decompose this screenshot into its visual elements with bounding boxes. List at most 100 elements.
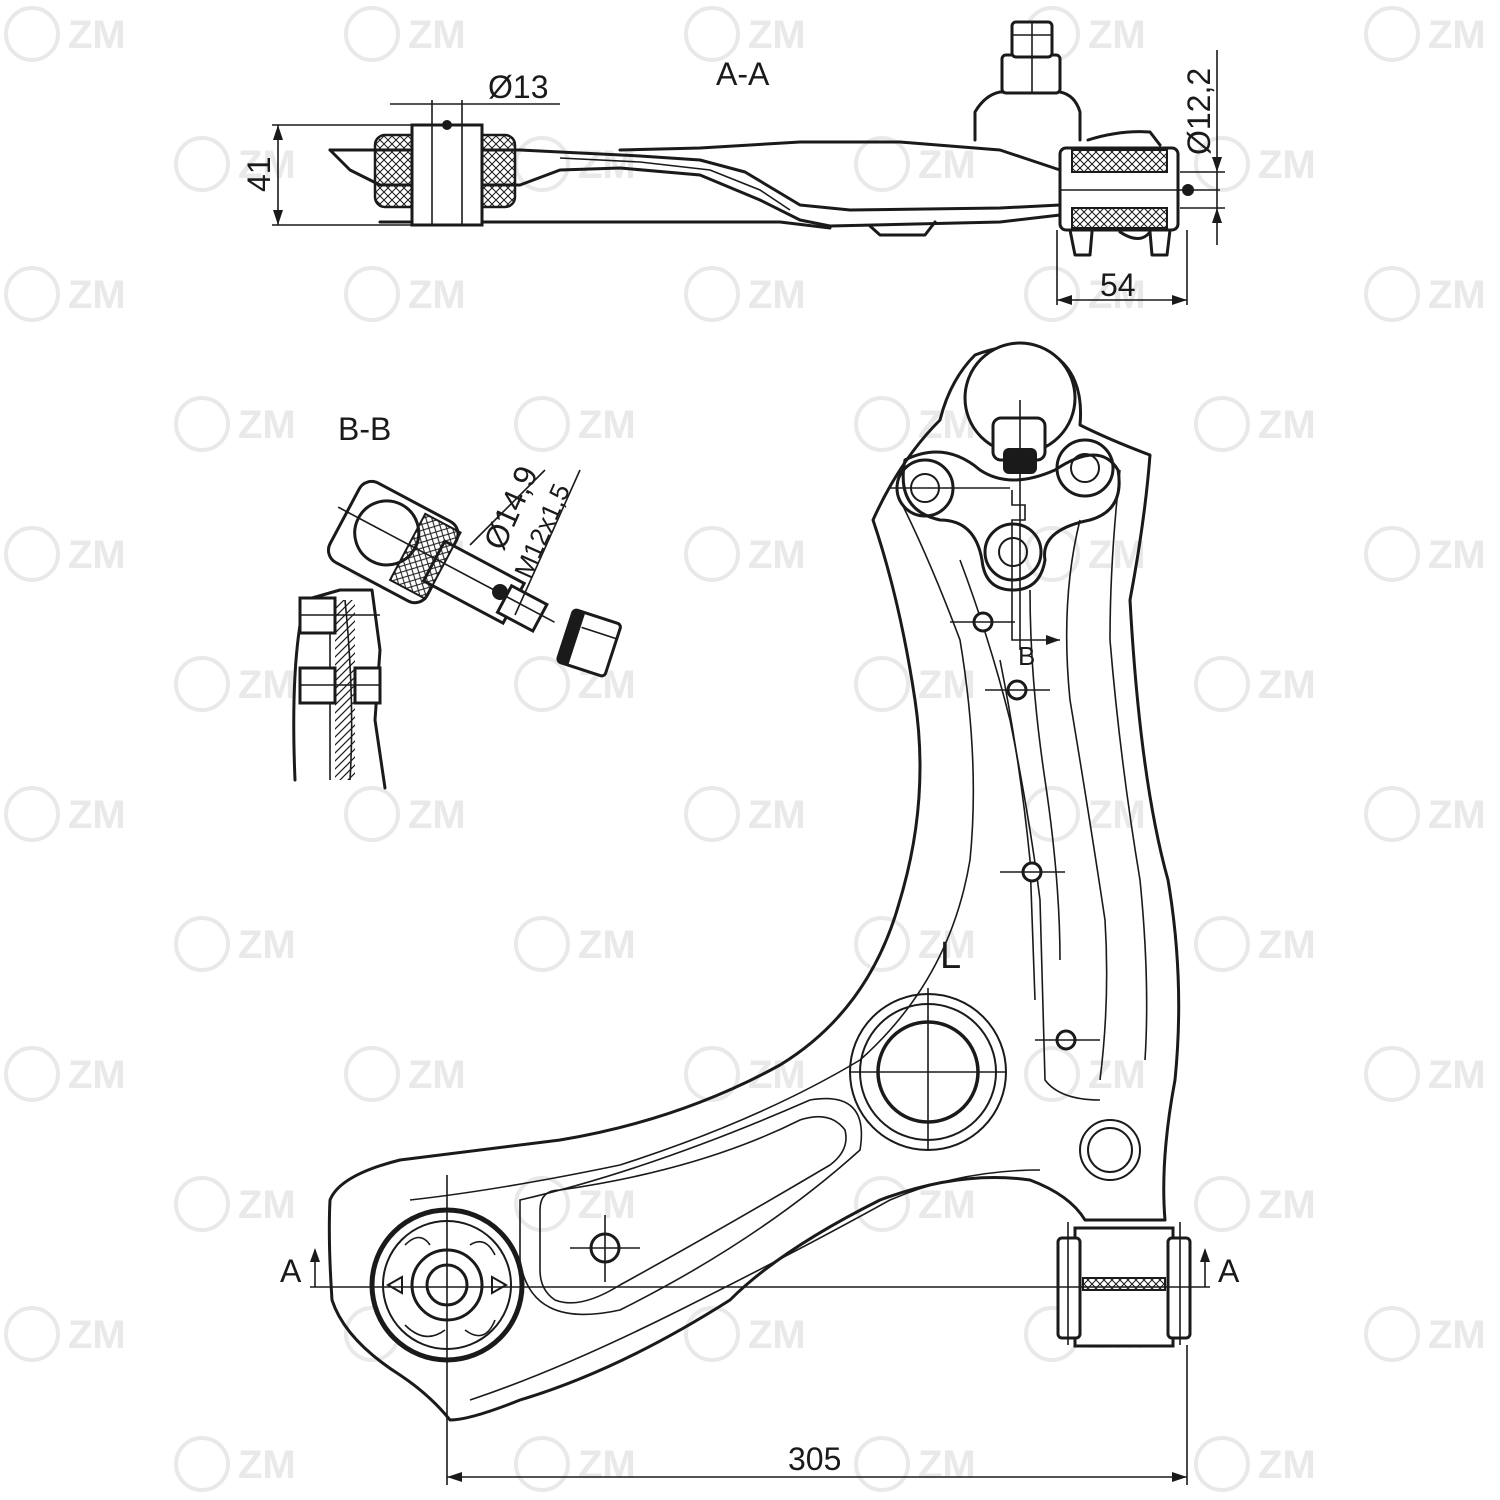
svg-text:ZM: ZM <box>748 273 806 317</box>
watermark-logo: ZM <box>684 786 806 842</box>
watermark-logo: ZM <box>344 786 466 842</box>
watermark-logo: ZM <box>514 1176 636 1232</box>
dimension-54: 54 <box>1056 230 1188 305</box>
section-title-b-b: B-B <box>338 411 391 447</box>
watermark-logo: ZM <box>174 1176 296 1232</box>
watermark-logo: ZM <box>684 6 806 62</box>
svg-text:ZM: ZM <box>578 1443 636 1487</box>
svg-text:ZM: ZM <box>918 923 976 967</box>
svg-text:ZM: ZM <box>68 793 126 837</box>
svg-text:ZM: ZM <box>68 273 126 317</box>
watermark-logo: ZM <box>1194 1176 1316 1232</box>
watermark-logo: ZM <box>684 1306 806 1362</box>
side-label: L <box>940 935 961 977</box>
svg-text:ZM: ZM <box>748 1053 806 1097</box>
svg-text:ZM: ZM <box>748 533 806 577</box>
dimension-41: 41 <box>241 124 412 226</box>
watermark-logo: ZM <box>4 6 126 62</box>
watermark-logo: ZM <box>1364 266 1486 322</box>
watermark-logo: ZM <box>684 266 806 322</box>
cut-label-a-left: A <box>280 1253 302 1289</box>
watermark-logo: ZM <box>1194 656 1316 712</box>
watermark-logo: ZM <box>684 526 806 582</box>
watermark-logo: ZM <box>174 396 296 452</box>
svg-text:ZM: ZM <box>238 1183 296 1227</box>
cut-label-b: B <box>1018 641 1035 671</box>
svg-text:ZM: ZM <box>1428 1313 1486 1357</box>
dimension-d12-2: Ø12,2 <box>1180 50 1225 245</box>
svg-text:ZM: ZM <box>578 923 636 967</box>
svg-text:ZM: ZM <box>1088 793 1146 837</box>
svg-text:ZM: ZM <box>1428 793 1486 837</box>
watermark-logo: ZM <box>1364 786 1486 842</box>
watermark-logo: ZM <box>1364 6 1486 62</box>
svg-text:ZM: ZM <box>408 273 466 317</box>
dim-label-41: 41 <box>241 156 277 192</box>
svg-text:ZM: ZM <box>1088 273 1146 317</box>
svg-text:ZM: ZM <box>68 1053 126 1097</box>
svg-text:ZM: ZM <box>68 533 126 577</box>
watermark-logo: ZM <box>344 6 466 62</box>
svg-text:ZM: ZM <box>238 923 296 967</box>
watermark-logo: ZM <box>174 916 296 972</box>
watermark-logo: ZM <box>344 1046 466 1102</box>
svg-text:ZM: ZM <box>1428 13 1486 57</box>
svg-text:ZM: ZM <box>918 143 976 187</box>
watermark-logo: ZM <box>1194 136 1316 192</box>
cut-label-a-right: A <box>1218 1253 1240 1289</box>
watermark-logo: ZM <box>174 1436 296 1492</box>
watermark-logo: ZM <box>1194 396 1316 452</box>
watermark-logo: ZM <box>4 266 126 322</box>
watermark-logo: ZM <box>1364 1306 1486 1362</box>
svg-text:ZM: ZM <box>1428 273 1486 317</box>
svg-text:ZM: ZM <box>578 403 636 447</box>
svg-text:ZM: ZM <box>408 793 466 837</box>
svg-text:ZM: ZM <box>918 1443 976 1487</box>
dim-label-54: 54 <box>1100 267 1136 303</box>
svg-text:ZM: ZM <box>1258 1183 1316 1227</box>
svg-text:ZM: ZM <box>1258 923 1316 967</box>
svg-text:ZM: ZM <box>1258 403 1316 447</box>
dim-label-d12-2: Ø12,2 <box>1181 68 1217 155</box>
watermark-logo: ZM <box>1194 1436 1316 1492</box>
watermark-logo: ZM <box>514 136 636 192</box>
svg-text:ZM: ZM <box>1428 533 1486 577</box>
dimension-d13: Ø13 <box>390 69 560 125</box>
watermark-logo: ZM <box>854 396 976 452</box>
svg-text:ZM: ZM <box>408 13 466 57</box>
control-arm-plan-view <box>310 341 1210 1422</box>
svg-text:ZM: ZM <box>1258 1443 1316 1487</box>
dimension-305: 305 <box>446 1345 1188 1485</box>
watermark-logo: ZM <box>4 526 126 582</box>
dim-label-d13: Ø13 <box>488 69 548 105</box>
svg-text:ZM: ZM <box>1088 1053 1146 1097</box>
watermark-logo: ZM <box>4 1046 126 1102</box>
watermark-logo: ZM <box>514 396 636 452</box>
watermark-logo: ZM <box>174 136 296 192</box>
section-title-a-a: A-A <box>716 56 770 92</box>
svg-text:ZM: ZM <box>918 1183 976 1227</box>
watermark-logo: ZM <box>854 916 976 972</box>
dim-label-305: 305 <box>788 1441 841 1477</box>
svg-text:ZM: ZM <box>238 663 296 707</box>
svg-text:ZM: ZM <box>748 13 806 57</box>
watermark-logo: ZM <box>514 1436 636 1492</box>
svg-text:ZM: ZM <box>748 1313 806 1357</box>
svg-text:ZM: ZM <box>238 143 296 187</box>
svg-text:ZM: ZM <box>408 1053 466 1097</box>
section-a-a-view <box>328 20 1220 257</box>
watermark-logo: ZM <box>684 1046 806 1102</box>
svg-text:ZM: ZM <box>748 793 806 837</box>
svg-text:ZM: ZM <box>238 1443 296 1487</box>
svg-text:ZM: ZM <box>1088 13 1146 57</box>
svg-text:ZM: ZM <box>68 13 126 57</box>
watermark-logo: ZM <box>1194 916 1316 972</box>
watermark-logo: ZM <box>1024 266 1146 322</box>
watermark-logo: ZM <box>854 1176 976 1232</box>
watermark-logo: ZM <box>4 1306 126 1362</box>
watermark-logo: ZM <box>1364 526 1486 582</box>
watermark-logo: ZM <box>1364 1046 1486 1102</box>
svg-text:ZM: ZM <box>1258 663 1316 707</box>
svg-text:ZM: ZM <box>1428 1053 1486 1097</box>
